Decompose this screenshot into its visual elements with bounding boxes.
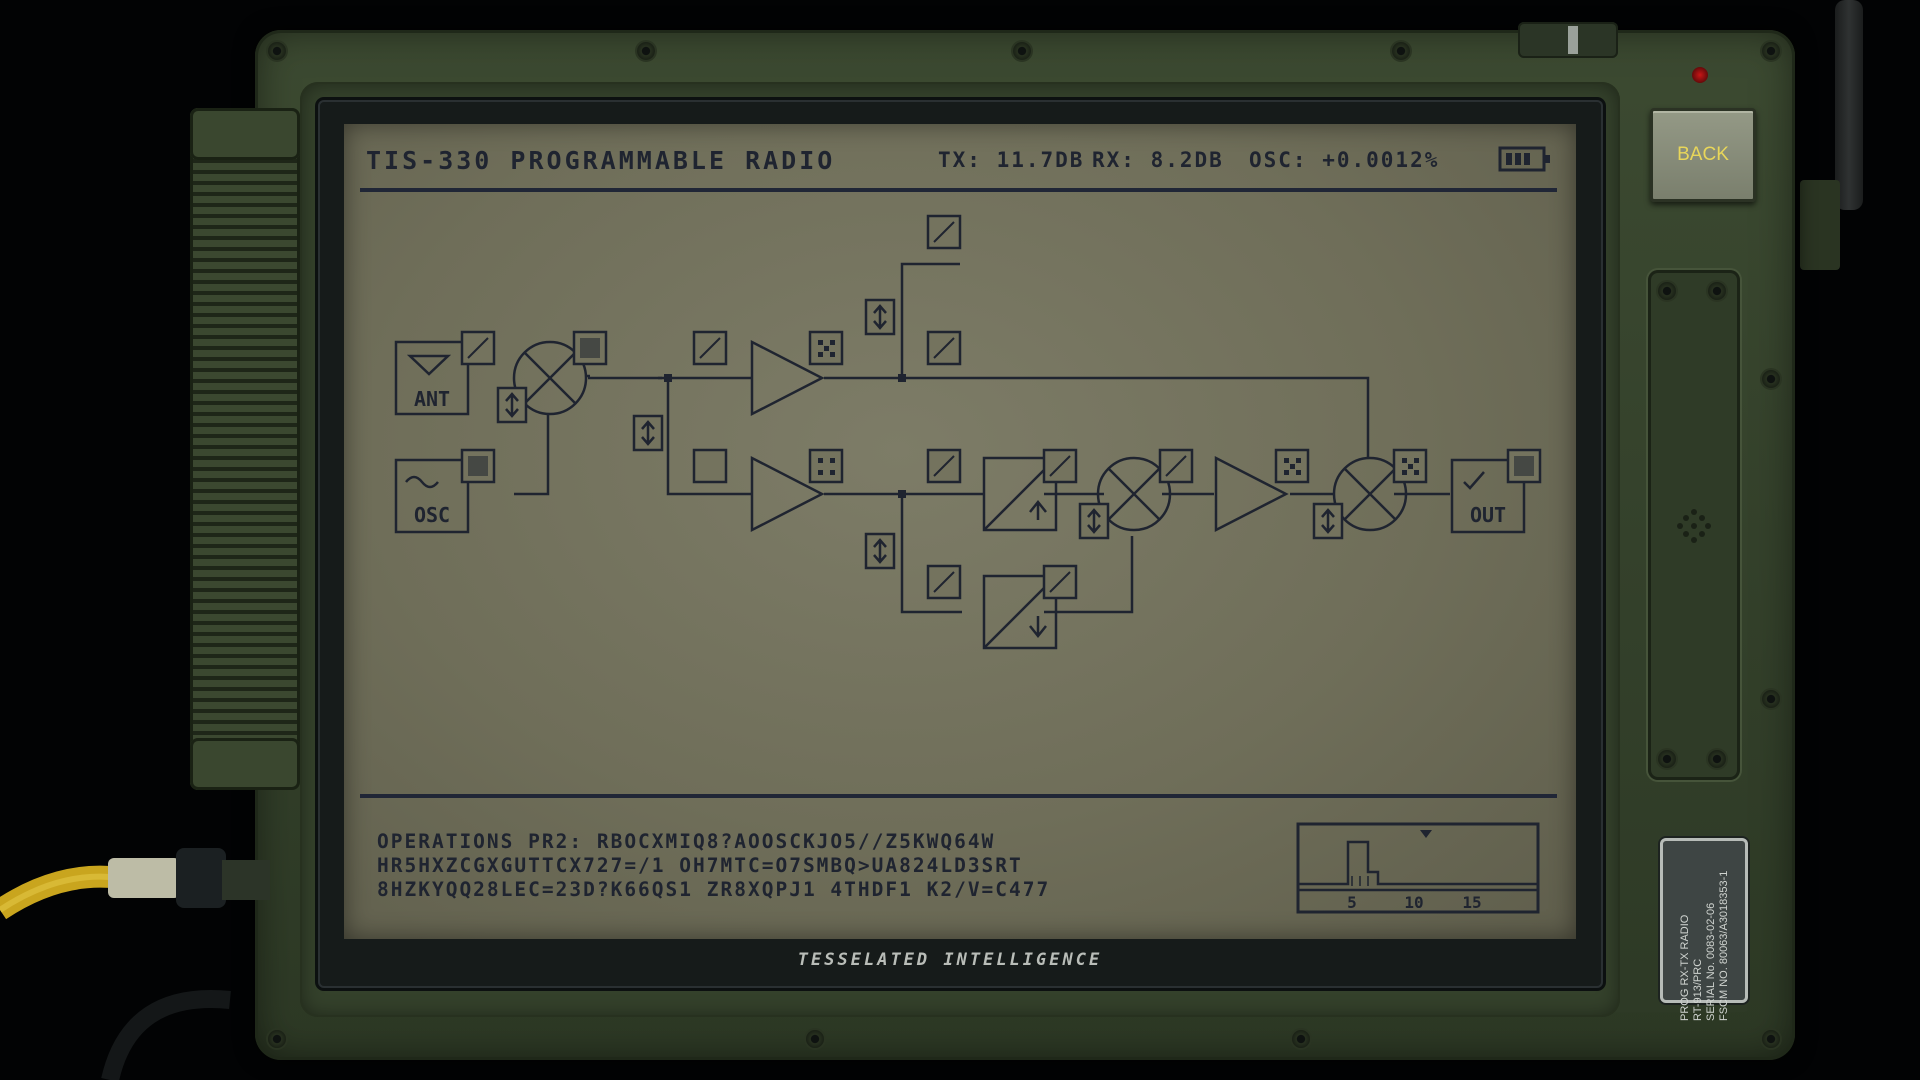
screw-icon [1708,282,1726,300]
scope-tick-label: 10 [1404,893,1423,912]
screw-icon [268,1030,286,1048]
screw-icon [1658,282,1676,300]
antenna [1835,0,1863,210]
screw-icon [1708,750,1726,768]
screw-icon [1762,1030,1780,1048]
signal-scope: 5 10 15 [1296,822,1540,914]
param-box[interactable] [692,448,728,484]
power-led-icon [1692,67,1708,83]
screen-title: TIS-330 PROGRAMMABLE RADIO [366,146,836,175]
scope-tick-label: 15 [1462,893,1481,912]
rx-readout: RX: 8.2DB [1092,148,1224,172]
tx-readout: TX: 11.7DB [938,148,1085,172]
lcd-screen [344,124,1576,939]
battery-icon [1498,146,1550,172]
top-switch-knob[interactable] [1568,26,1578,54]
antenna-mount [1800,180,1840,270]
antenna-cable [0,848,270,1080]
param-box[interactable] [808,448,844,484]
id-plate-text: PROG RX-TX RADIO RT-913/PRC SERIAL No. 0… [1679,870,1730,1021]
param-box[interactable] [692,330,728,366]
param-box[interactable] [1042,564,1078,600]
screw-icon [1392,42,1410,60]
operations-line: 8HZKYQQ28LEC=23D?K66QS1 ZR8XQPJ1 4THDF1 … [377,878,1051,901]
side-grip-cap-top [190,108,300,160]
screw-icon [1762,690,1780,708]
screw-icon [268,42,286,60]
osc-readout: OSC: +0.0012% [1249,148,1440,172]
header-divider [360,188,1557,192]
id-plate [1660,838,1748,1003]
scope-tick-label: 5 [1347,893,1357,912]
side-grip [190,108,300,790]
screw-icon [1292,1030,1310,1048]
ant-label: ANT [414,387,450,411]
screw-icon [1013,42,1031,60]
side-grip-cap-bottom [190,738,300,790]
screw-icon [1762,42,1780,60]
operations-line: HR5HXZCGXGUTTCX727=/1 OH7MTC=O7SMBQ>UA82… [377,854,1023,877]
osc-label: OSC [414,503,450,527]
circuit-diagram: ANT OSC OUT [394,214,1542,650]
screen-brand-footer: TESSELATED INTELLIGENCE [797,950,1103,970]
screw-icon [1762,370,1780,388]
out-label: OUT [1470,503,1506,527]
speaker-grille-icon [1677,509,1711,543]
back-button[interactable]: BACK [1650,108,1756,202]
operations-line: OPERATIONS PR2: RBOCXMIQ8?AOOSCKJO5//Z5K… [377,830,996,853]
footer-divider [360,794,1557,798]
screw-icon [1658,750,1676,768]
screw-icon [806,1030,824,1048]
screw-icon [637,42,655,60]
operations-log: OPERATIONS PR2: RBOCXMIQ8?AOOSCKJO5//Z5K… [377,830,1050,902]
